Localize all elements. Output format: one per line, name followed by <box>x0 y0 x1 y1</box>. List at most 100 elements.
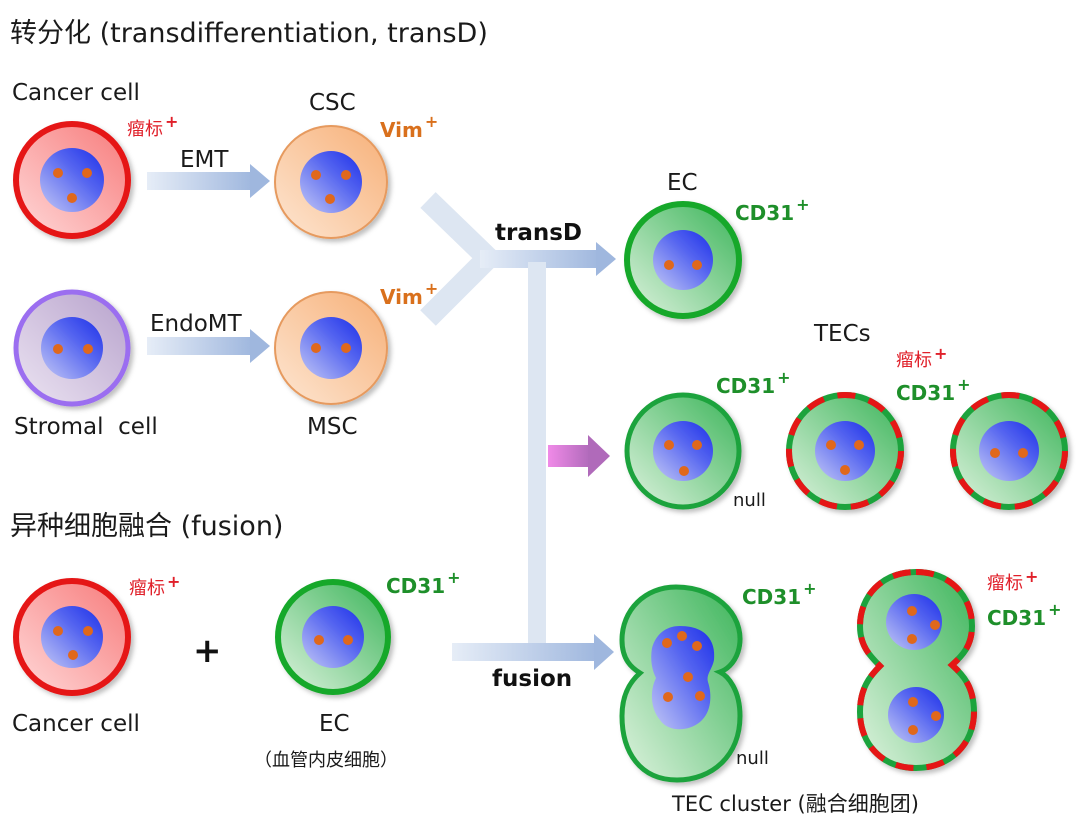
tec-cell-dual-marker <box>786 392 904 510</box>
nucleolus <box>341 170 351 180</box>
cd31-marker: CD31+ <box>896 375 971 405</box>
plus-sign: + <box>193 631 222 671</box>
nucleolus <box>311 343 321 353</box>
cd31-marker: CD31+ <box>735 195 810 225</box>
tumor-membrane <box>786 392 904 510</box>
nucleolus <box>826 440 836 450</box>
cancer-cell <box>13 121 131 239</box>
nucleolus <box>692 260 702 270</box>
nucleolus <box>990 448 1000 458</box>
heading-transdifferentiation: 转分化 (transdifferentiation, transD) <box>10 18 488 49</box>
nucleolus <box>664 440 674 450</box>
endomt-label: EndoMT <box>150 311 243 337</box>
null-label: null <box>736 748 769 769</box>
tecs-title: TECs <box>813 321 871 347</box>
msc-label: MSC <box>307 414 358 440</box>
nucleolus <box>343 635 353 645</box>
nucleolus <box>662 638 672 648</box>
cd31-marker: CD31+ <box>987 600 1062 630</box>
nucleolus <box>683 672 693 682</box>
nucleolus <box>692 440 702 450</box>
endomt-arrow-shaft <box>147 337 253 355</box>
nucleolus <box>907 634 917 644</box>
ec-cell <box>624 201 742 319</box>
nucleolus <box>664 260 674 270</box>
vim-marker: Vim+ <box>380 112 438 142</box>
cancer-cell-label: Cancer cell <box>12 80 140 106</box>
stromal-cell-label: Stromal cell <box>14 414 158 440</box>
fused-nucleus <box>651 626 715 730</box>
nucleolus <box>311 170 321 180</box>
nucleus <box>653 230 713 290</box>
tumor-membrane <box>856 568 978 772</box>
emt-label: EMT <box>180 147 229 173</box>
nucleus <box>888 687 944 743</box>
nucleolus <box>677 631 687 641</box>
nucleolus <box>53 626 63 636</box>
emt-arrow-shaft <box>147 172 253 190</box>
nucleus <box>40 148 104 212</box>
nucleolus <box>67 193 77 203</box>
msc-cell <box>274 291 388 405</box>
tumor-marker: 瘤标+ <box>896 344 947 371</box>
csc-cell <box>274 125 388 239</box>
nucleolus <box>1018 448 1028 458</box>
csc-label: CSC <box>309 90 356 116</box>
nucleus <box>886 594 942 650</box>
nucleolus <box>82 168 92 178</box>
nucleus <box>815 421 875 481</box>
tumor-membrane <box>950 392 1068 510</box>
tec-cluster-dual-marker <box>856 568 978 772</box>
nucleolus <box>692 641 702 651</box>
nucleolus <box>907 606 917 616</box>
nucleolus <box>314 635 324 645</box>
vim-marker: Vim+ <box>380 279 438 309</box>
tec-cluster-null <box>619 584 743 783</box>
fusion-arrow-head <box>594 634 614 670</box>
stromal-cell <box>13 289 131 407</box>
tumor-marker: 瘤标+ <box>987 567 1038 594</box>
nucleolus <box>325 194 335 204</box>
vertical-connector <box>528 262 546 644</box>
cd31-marker: CD31+ <box>386 568 461 598</box>
nucleolus <box>53 344 63 354</box>
fusion-ec-cell <box>275 579 391 695</box>
cd31-marker: CD31+ <box>742 579 817 609</box>
null-label: null <box>733 490 766 511</box>
tec-cell-null <box>624 392 742 510</box>
tumor-marker: 瘤标+ <box>127 112 178 140</box>
tec-cell-dual-marker <box>950 392 1068 510</box>
nucleolus <box>840 465 850 475</box>
nucleolus <box>341 343 351 353</box>
nucleus <box>300 151 362 213</box>
nucleolus <box>83 344 93 354</box>
ec-label: EC <box>667 170 698 196</box>
nucleus <box>979 421 1039 481</box>
nucleolus <box>679 466 689 476</box>
merge-fork <box>420 192 504 326</box>
cd31-marker: CD31+ <box>716 368 791 398</box>
nucleolus <box>663 692 673 702</box>
fusion-arrow-shaft <box>452 643 598 661</box>
nucleolus <box>931 711 941 721</box>
transd-arrow-head <box>596 242 616 276</box>
nucleus <box>41 606 103 668</box>
tumor-marker: 瘤标+ <box>129 572 180 599</box>
nucleus <box>302 606 364 668</box>
nucleolus <box>908 697 918 707</box>
nucleolus <box>83 626 93 636</box>
tec-cluster-label: TEC cluster (融合细胞团) <box>671 792 919 816</box>
nucleolus <box>854 440 864 450</box>
fusion-ec-label: EC <box>319 711 350 737</box>
nucleolus <box>930 620 940 630</box>
endomt-arrow-head <box>250 329 270 363</box>
tec-arrow-head <box>588 435 610 477</box>
fusion-ec-sublabel: （血管内皮细胞） <box>254 750 398 771</box>
nucleus <box>300 317 362 379</box>
transd-label: transD <box>495 220 582 246</box>
branch-connector <box>420 192 616 670</box>
nucleolus <box>908 725 918 735</box>
fusion-label: fusion <box>492 666 572 692</box>
nucleolus <box>68 650 78 660</box>
